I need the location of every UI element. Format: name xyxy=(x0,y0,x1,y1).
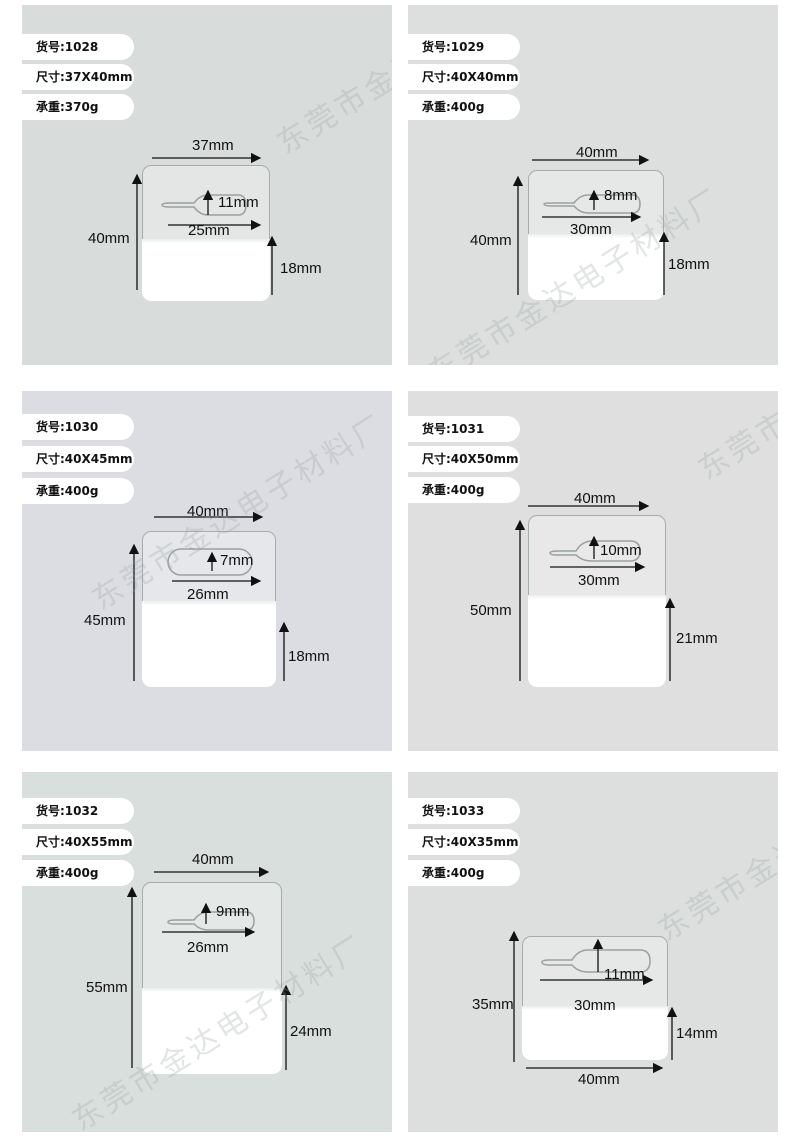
product-panel-1031: 货号:1031 尺寸:40X50mm 承重:400g 40mm 50mm 10m… xyxy=(408,391,778,751)
item-number-tag: 货号:1032 xyxy=(22,798,134,824)
strip-height-label: 24mm xyxy=(290,1023,332,1040)
hanger-tab xyxy=(142,882,282,1074)
dimension-arrows xyxy=(508,930,678,1074)
size-tag: 尺寸:40X55mm xyxy=(22,829,134,855)
product-panel-1028: 货号:1028 尺寸:37X40mm 承重:370g 37mm 40mm 11m… xyxy=(22,5,392,365)
dimension-arrows xyxy=(514,500,676,681)
item-number-tag: 货号:1031 xyxy=(408,416,520,442)
hole-width-label: 30mm xyxy=(574,997,616,1014)
width-label: 40mm xyxy=(578,1071,620,1088)
hole-width-label: 30mm xyxy=(578,572,620,589)
strip-height-label: 18mm xyxy=(280,260,322,277)
item-number-tag: 货号:1028 xyxy=(22,34,134,60)
load-tag: 承重:400g xyxy=(408,94,520,120)
hole-width-label: 26mm xyxy=(187,939,229,956)
load-tag: 承重:400g xyxy=(22,860,134,886)
size-tag: 尺寸:40X50mm xyxy=(408,446,520,472)
hanger-tab xyxy=(522,936,668,1060)
load-tag: 承重:400g xyxy=(408,477,520,503)
width-label: 40mm xyxy=(187,503,229,520)
hole-height-label: 7mm xyxy=(220,552,254,569)
height-label: 40mm xyxy=(88,230,130,247)
width-label: 37mm xyxy=(192,137,234,154)
width-label: 40mm xyxy=(574,490,616,507)
size-tag: 尺寸:40X40mm xyxy=(408,64,520,90)
adhesive-strip xyxy=(142,988,282,1074)
dimension-arrows xyxy=(131,152,278,295)
hole-width-label: 30mm xyxy=(570,221,612,238)
height-label: 55mm xyxy=(86,979,128,996)
item-number-tag: 货号:1029 xyxy=(408,34,520,60)
height-label: 35mm xyxy=(472,996,514,1013)
hole-height-label: 10mm xyxy=(600,542,642,559)
strip-height-label: 18mm xyxy=(288,648,330,665)
size-tag: 尺寸:40X45mm xyxy=(22,446,134,472)
adhesive-strip xyxy=(528,234,664,300)
dimension-arrows xyxy=(512,154,670,295)
load-tag: 承重:400g xyxy=(22,478,134,504)
adhesive-strip xyxy=(142,239,270,301)
width-label: 40mm xyxy=(576,144,618,161)
load-tag: 承重:370g xyxy=(22,94,134,120)
hole-height-label: 8mm xyxy=(604,187,638,204)
size-tag: 尺寸:37X40mm xyxy=(22,64,134,90)
product-panel-1032: 货号:1032 尺寸:40X55mm 承重:400g 40mm 55mm 9mm… xyxy=(22,772,392,1132)
hanger-tab xyxy=(528,515,666,687)
width-label: 40mm xyxy=(192,851,234,868)
hanger-tab xyxy=(142,531,276,687)
item-number-tag: 货号:1030 xyxy=(22,414,134,440)
hole-height-label: 9mm xyxy=(216,903,250,920)
height-label: 40mm xyxy=(470,232,512,249)
load-tag: 承重:400g xyxy=(408,860,520,886)
adhesive-strip xyxy=(522,1006,668,1060)
hanger-tab xyxy=(528,170,664,300)
product-panel-1030: 货号:1030 尺寸:40X45mm 承重:400g 40mm 45mm 7mm… xyxy=(22,391,392,751)
dimension-arrows xyxy=(126,866,292,1070)
adhesive-strip xyxy=(528,595,666,687)
dimension-arrows xyxy=(128,511,290,681)
strip-height-label: 14mm xyxy=(676,1025,718,1042)
hole-width-label: 26mm xyxy=(187,586,229,603)
hole-height-label: 11mm xyxy=(218,194,259,211)
height-label: 45mm xyxy=(84,612,126,629)
size-tag: 尺寸:40X35mm xyxy=(408,829,520,855)
height-label: 50mm xyxy=(470,602,512,619)
item-number-tag: 货号:1033 xyxy=(408,798,520,824)
adhesive-strip xyxy=(142,601,276,687)
hole-width-label: 25mm xyxy=(188,222,230,239)
hanger-tab xyxy=(142,165,270,301)
product-panel-1033: 货号:1033 尺寸:40X35mm 承重:400g 11mm 30mm 35m… xyxy=(408,772,778,1132)
hole-height-label: 11mm xyxy=(604,966,645,983)
product-panel-1029: 货号:1029 尺寸:40X40mm 承重:400g 40mm 40mm 8mm… xyxy=(408,5,778,365)
strip-height-label: 18mm xyxy=(668,256,710,273)
strip-height-label: 21mm xyxy=(676,630,718,647)
